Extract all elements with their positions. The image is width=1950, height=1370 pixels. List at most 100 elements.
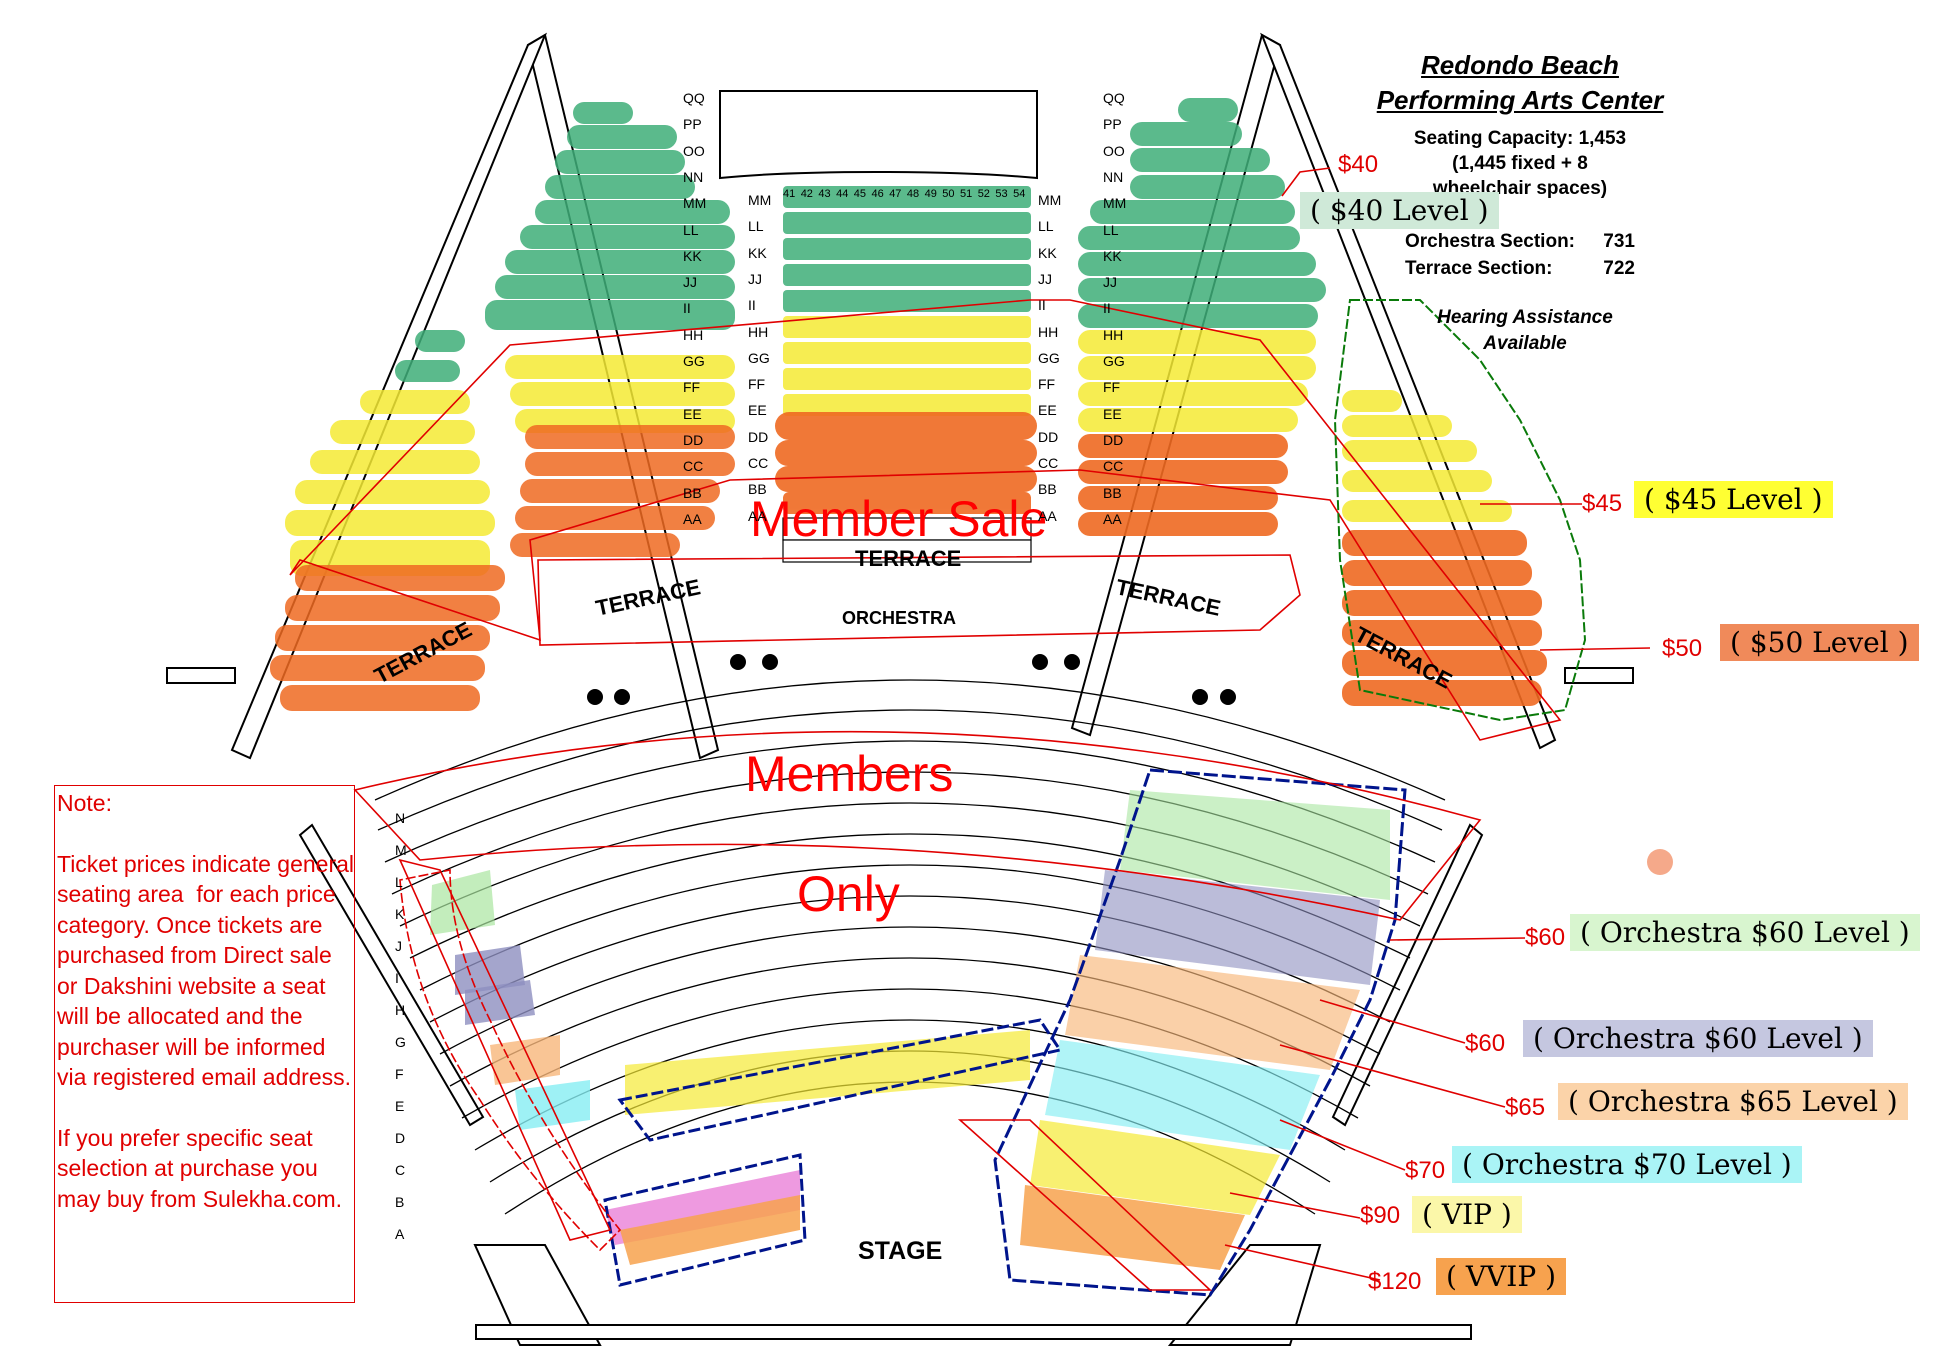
row-label: MM	[683, 195, 707, 212]
price-40: $40	[1338, 151, 1379, 178]
wheelchair-icon	[1032, 654, 1048, 670]
navy-outlines	[603, 768, 1407, 1297]
wheelchair-icon	[614, 689, 630, 705]
seat-number: 47	[889, 188, 902, 200]
red-outlines	[289, 299, 1562, 1291]
row-label: KK	[748, 244, 767, 261]
row-label: MM	[1038, 192, 1062, 208]
row-label: II	[1103, 300, 1111, 317]
row-label: F	[395, 1066, 404, 1082]
legend-orchestra-70: ( Orchestra $70 Level )	[1452, 1146, 1802, 1183]
row-label: CC	[683, 458, 704, 475]
green-outline	[1333, 299, 1587, 722]
row-label: LL	[748, 218, 764, 235]
row-label: QQ	[1103, 90, 1125, 106]
legend-vvip: ( VVIP )	[1436, 1258, 1566, 1295]
wheelchair-icon	[730, 654, 746, 670]
row-label: AA	[683, 510, 702, 527]
members-overlay: Members	[745, 746, 954, 802]
row-label: I	[395, 970, 399, 986]
terrace-center	[775, 186, 1037, 563]
terrace-right	[1078, 98, 1547, 706]
wheelchair-icon	[762, 654, 778, 670]
row-label: A	[395, 1226, 405, 1242]
row-label: II	[683, 300, 691, 317]
seat-number: 45	[853, 188, 867, 200]
seating-capacity: Seating Capacity: 1,453 (1,445 fixed + 8…	[1360, 126, 1680, 201]
venue-name-line1: Redondo Beach	[1421, 50, 1619, 80]
note-heading: Note:	[57, 790, 112, 816]
row-label: KK	[1038, 244, 1057, 261]
legend-40-level: ( $40 Level )	[1300, 192, 1499, 229]
row-label: GG	[1038, 349, 1060, 366]
row-label: FF	[1103, 379, 1121, 396]
row-label: DD	[1038, 428, 1059, 445]
row-label: HH	[1038, 323, 1059, 340]
stage-label: STAGE	[858, 1237, 943, 1265]
row-label: BB	[1103, 484, 1122, 501]
row-label: CC	[1103, 458, 1124, 475]
row-label: EE	[1038, 402, 1057, 419]
legend-vip: ( VIP )	[1412, 1196, 1522, 1233]
row-label: EE	[1103, 405, 1122, 422]
row-label: MM	[748, 192, 772, 208]
row-label: GG	[1103, 353, 1125, 369]
row-label: FF	[748, 376, 766, 393]
seat-number: 41	[783, 188, 796, 200]
row-label: PP	[1103, 116, 1122, 133]
row-label: DD	[748, 428, 769, 445]
orange-dot-icon	[1647, 849, 1673, 875]
row-label: N	[395, 810, 406, 826]
row-label: OO	[1103, 142, 1125, 159]
price-70: $70	[1405, 1157, 1446, 1184]
row-label: JJ	[1103, 274, 1117, 291]
legend-orchestra-60-b: ( Orchestra $60 Level )	[1523, 1020, 1873, 1057]
terrace-count-label: Terrace Section:	[1405, 258, 1553, 279]
row-label: J	[395, 938, 402, 954]
wheelchair-icon	[1220, 689, 1236, 705]
row-label: MM	[1103, 195, 1127, 212]
row-label: BB	[748, 481, 767, 498]
row-label: HH	[748, 323, 769, 340]
row-label: AA	[1038, 507, 1057, 524]
price-120: $120	[1368, 1268, 1422, 1295]
row-label: HH	[683, 326, 704, 343]
orchestra-label: ORCHESTRA	[842, 608, 957, 628]
wheelchair-icons	[587, 654, 1236, 705]
price-65: $65	[1505, 1094, 1546, 1121]
row-label: FF	[1038, 376, 1056, 393]
seat-number: 46	[871, 188, 884, 200]
price-60-a: $60	[1525, 924, 1566, 951]
row-label: CC	[748, 455, 769, 471]
row-label: NN	[1103, 168, 1124, 185]
row-label: L	[395, 874, 403, 890]
price-60-b: $60	[1465, 1030, 1506, 1057]
row-label: AA	[1103, 510, 1122, 527]
legend-50-level: ( $50 Level )	[1720, 624, 1919, 661]
row-label: HH	[1103, 326, 1124, 343]
row-label: PP	[683, 116, 702, 133]
seat-number: 52	[977, 188, 990, 200]
row-label: LL	[683, 221, 699, 238]
row-label: NN	[683, 168, 704, 185]
note-box: Note:Ticket prices indicate general seat…	[54, 785, 355, 1303]
orchestra-count: 731	[1603, 231, 1635, 252]
wheelchair-icon	[1192, 689, 1208, 705]
member-sale-overlay: Member Sale	[750, 491, 1048, 547]
terrace-left	[270, 102, 735, 711]
row-label: JJ	[748, 270, 762, 287]
seat-number: 44	[836, 188, 849, 200]
row-label: LL	[1038, 218, 1054, 235]
row-label: BB	[683, 484, 702, 501]
seat-number: 49	[924, 188, 937, 200]
row-label: EE	[748, 402, 767, 419]
legend-orchestra-65: ( Orchestra $65 Level )	[1558, 1083, 1908, 1120]
row-label: DD	[683, 431, 704, 448]
terrace-count: 722	[1603, 258, 1635, 279]
row-label: KK	[683, 247, 702, 264]
orchestra-zones	[430, 790, 1390, 1270]
row-label: JJ	[683, 274, 697, 291]
legend-orchestra-60-a: ( Orchestra $60 Level )	[1570, 914, 1920, 951]
row-label: LL	[1103, 221, 1119, 238]
price-45: $45	[1582, 490, 1623, 517]
